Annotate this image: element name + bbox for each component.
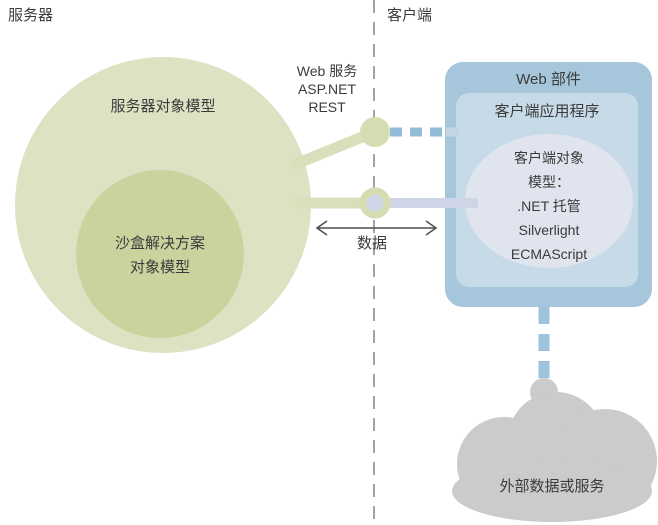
data-double-arrow	[315, 220, 438, 236]
sandbox-object-model-circle	[76, 170, 244, 338]
connector-web-services-arm	[290, 127, 378, 170]
web-services-line1: Web 服务	[296, 63, 358, 79]
client-om-line1: 客户端对象	[514, 150, 584, 166]
external-cloud	[452, 392, 657, 522]
web-part-title: Web 部件	[516, 71, 581, 88]
client-app-title: 客户端应用程序	[494, 103, 600, 120]
client-om-line4: Silverlight	[518, 222, 580, 238]
client-om-line2: 模型：	[528, 174, 570, 190]
client-object-model-label: 客户端对象 模型： .NET 托管 Silverlight ECMAScript	[459, 146, 639, 266]
web-services-line2: ASP.NET	[297, 81, 357, 97]
client-region-label: 客户端	[387, 7, 433, 24]
web-services-line3: REST	[308, 99, 346, 115]
server-object-model-label: 服务器对象模型	[110, 98, 216, 115]
sandbox-label-line2: 对象模型	[129, 259, 190, 276]
web-services-label: Web 服务 ASP.NET REST	[277, 62, 377, 116]
sandbox-object-model-label: 沙盒解决方案 对象模型	[60, 232, 260, 280]
junction-dot-web-services	[360, 117, 390, 147]
client-om-line3: .NET 托管	[517, 198, 581, 214]
server-region-label: 服务器	[8, 7, 54, 24]
data-label: 数据	[356, 235, 387, 252]
sandbox-label-line1: 沙盒解决方案	[114, 235, 205, 252]
client-object-model-ellipse	[465, 134, 633, 268]
client-om-line5: ECMAScript	[510, 246, 588, 262]
junction-dot-data	[359, 187, 391, 219]
external-cloud-label: 外部数据或服务	[499, 478, 605, 495]
